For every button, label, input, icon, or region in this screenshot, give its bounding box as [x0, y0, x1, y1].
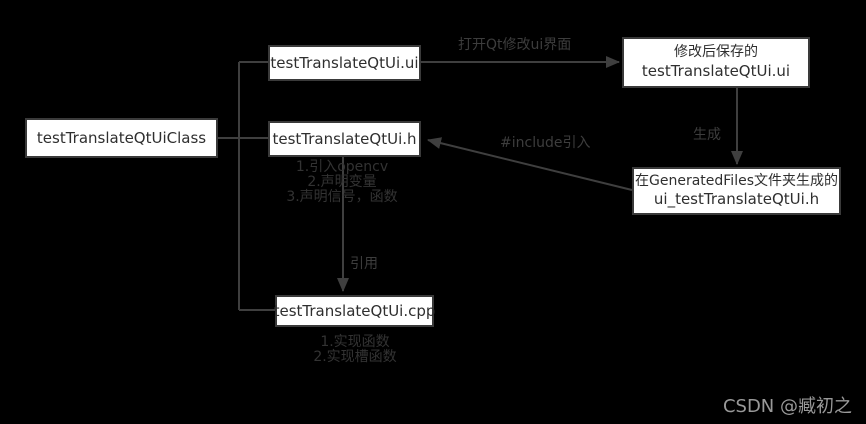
node-generated-line2: ui_testTranslateQtUi.h [653, 190, 820, 209]
node-ui-file-label: testTranslateQtUi.ui [270, 53, 419, 72]
node-h-file: testTranslateQtUi.h [268, 121, 421, 157]
node-h-file-label: testTranslateQtUi.h [272, 129, 417, 148]
edge-label-open-qt: 打开Qt修改ui界面 [458, 37, 572, 53]
cpp-note-2: 2.实现槽函数 [313, 349, 397, 365]
node-ui-file: testTranslateQtUi.ui [268, 45, 421, 81]
csdn-watermark: CSDN @臧初之 [722, 396, 852, 417]
node-saved-ui-file: 修改后保存的 testTranslateQtUi.ui [622, 37, 810, 88]
node-generated-line1: 在GeneratedFiles文件夹生成的 [635, 172, 838, 189]
node-cpp-file: testTranslateQtUi.cpp [273, 295, 436, 327]
edge-label-generate: 生成 [693, 127, 721, 143]
h-note-2: 2.声明变量 [307, 174, 377, 190]
node-saved-ui-line1: 修改后保存的 [674, 44, 758, 61]
edge-label-reference: 引用 [350, 256, 378, 272]
node-generated-file: 在GeneratedFiles文件夹生成的 ui_testTranslateQt… [632, 167, 841, 215]
cpp-note-1: 1.实现函数 [320, 334, 390, 350]
h-note-3: 3.声明信号，函数 [286, 189, 398, 205]
h-file-notes: 1.引入opencv 2.声明变量 3.声明信号，函数 [272, 160, 412, 205]
node-class: testTranslateQtUiClass [25, 118, 218, 158]
h-note-1: 1.引入opencv [295, 159, 389, 175]
node-saved-ui-line2: testTranslateQtUi.ui [641, 61, 791, 80]
node-class-label: testTranslateQtUiClass [36, 128, 207, 147]
cpp-file-notes: 1.实现函数 2.实现槽函数 [292, 335, 418, 365]
node-cpp-file-label: testTranslateQtUi.cpp [273, 301, 436, 320]
edge-label-include: #include引入 [500, 135, 591, 151]
